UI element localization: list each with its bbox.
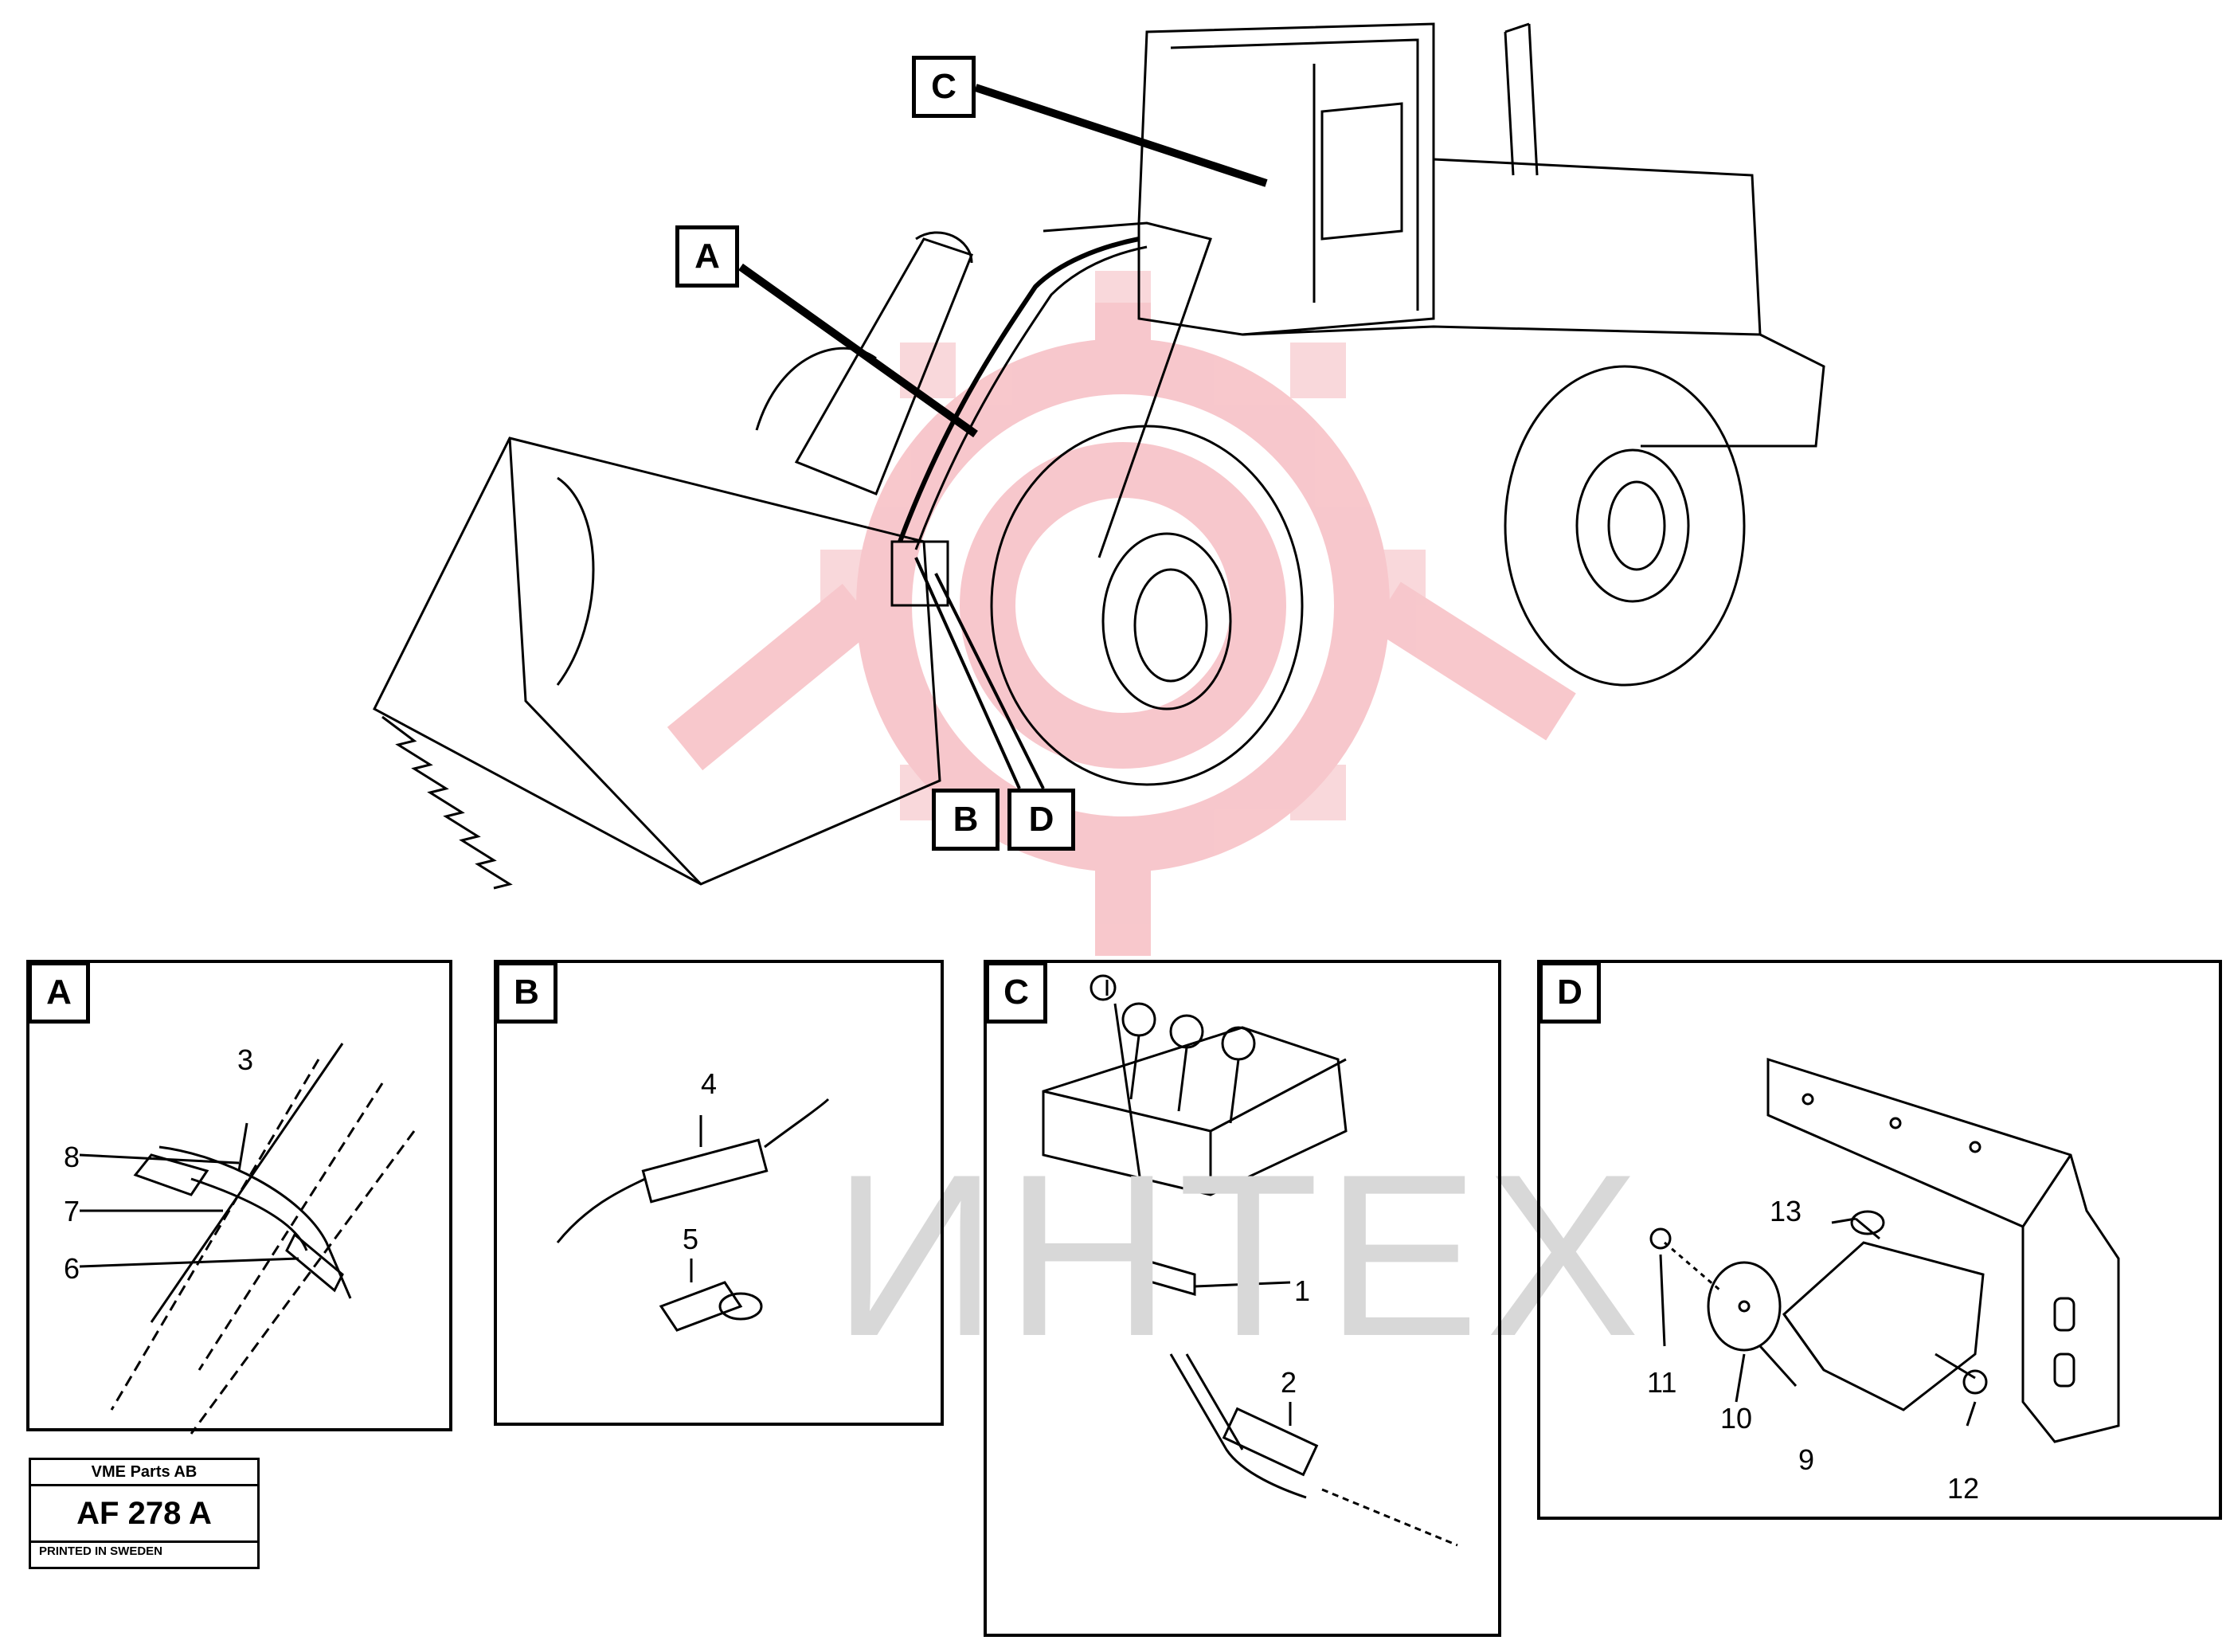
- callout-c: C: [912, 56, 976, 118]
- part-number-13: 13: [1770, 1195, 1802, 1227]
- wheel-loader-drawing: [373, 22, 1825, 890]
- detail-b-drawing: [556, 1098, 830, 1332]
- part-number-9: 9: [1798, 1443, 1815, 1476]
- callout-a: A: [675, 225, 739, 288]
- panel-label-d: D: [1539, 961, 1601, 1024]
- detail-d-drawing: [1649, 1057, 2120, 1443]
- panel-label-b: B: [495, 961, 557, 1024]
- part-number-10: 10: [1720, 1402, 1753, 1435]
- stamp-code: AF 278 A: [31, 1486, 257, 1543]
- part-number-1: 1: [1294, 1274, 1311, 1307]
- callout-b: B: [932, 789, 1000, 851]
- title-stamp: VME Parts AB AF 278 A PRINTED IN SWEDEN: [29, 1458, 260, 1569]
- part-number-11: 11: [1647, 1366, 1677, 1399]
- part-number-2: 2: [1281, 1366, 1297, 1399]
- part-number-7: 7: [64, 1195, 80, 1227]
- detail-c-drawing: [1042, 974, 1458, 1547]
- watermark-text: ИНТЕХ: [832, 1126, 1646, 1384]
- stamp-printed: PRINTED IN SWEDEN: [39, 1544, 163, 1558]
- detail-panel-a: A: [26, 960, 452, 1431]
- watermark-logo: [667, 303, 1576, 956]
- stamp-company: VME Parts AB: [31, 1460, 257, 1486]
- detail-panel-c: C: [984, 960, 1501, 1637]
- panel-label-a: A: [28, 961, 90, 1024]
- part-number-3: 3: [237, 1043, 254, 1076]
- detail-panel-b: B: [494, 960, 944, 1426]
- callout-d: D: [1007, 789, 1075, 851]
- panel-label-c: C: [985, 961, 1047, 1024]
- detail-a-drawing: [79, 1043, 416, 1435]
- part-number-5: 5: [683, 1223, 699, 1255]
- detail-panel-d: D: [1537, 960, 2222, 1520]
- part-number-12: 12: [1947, 1472, 1980, 1505]
- part-number-6: 6: [64, 1252, 80, 1285]
- part-number-8: 8: [64, 1141, 80, 1173]
- part-number-4: 4: [701, 1067, 718, 1100]
